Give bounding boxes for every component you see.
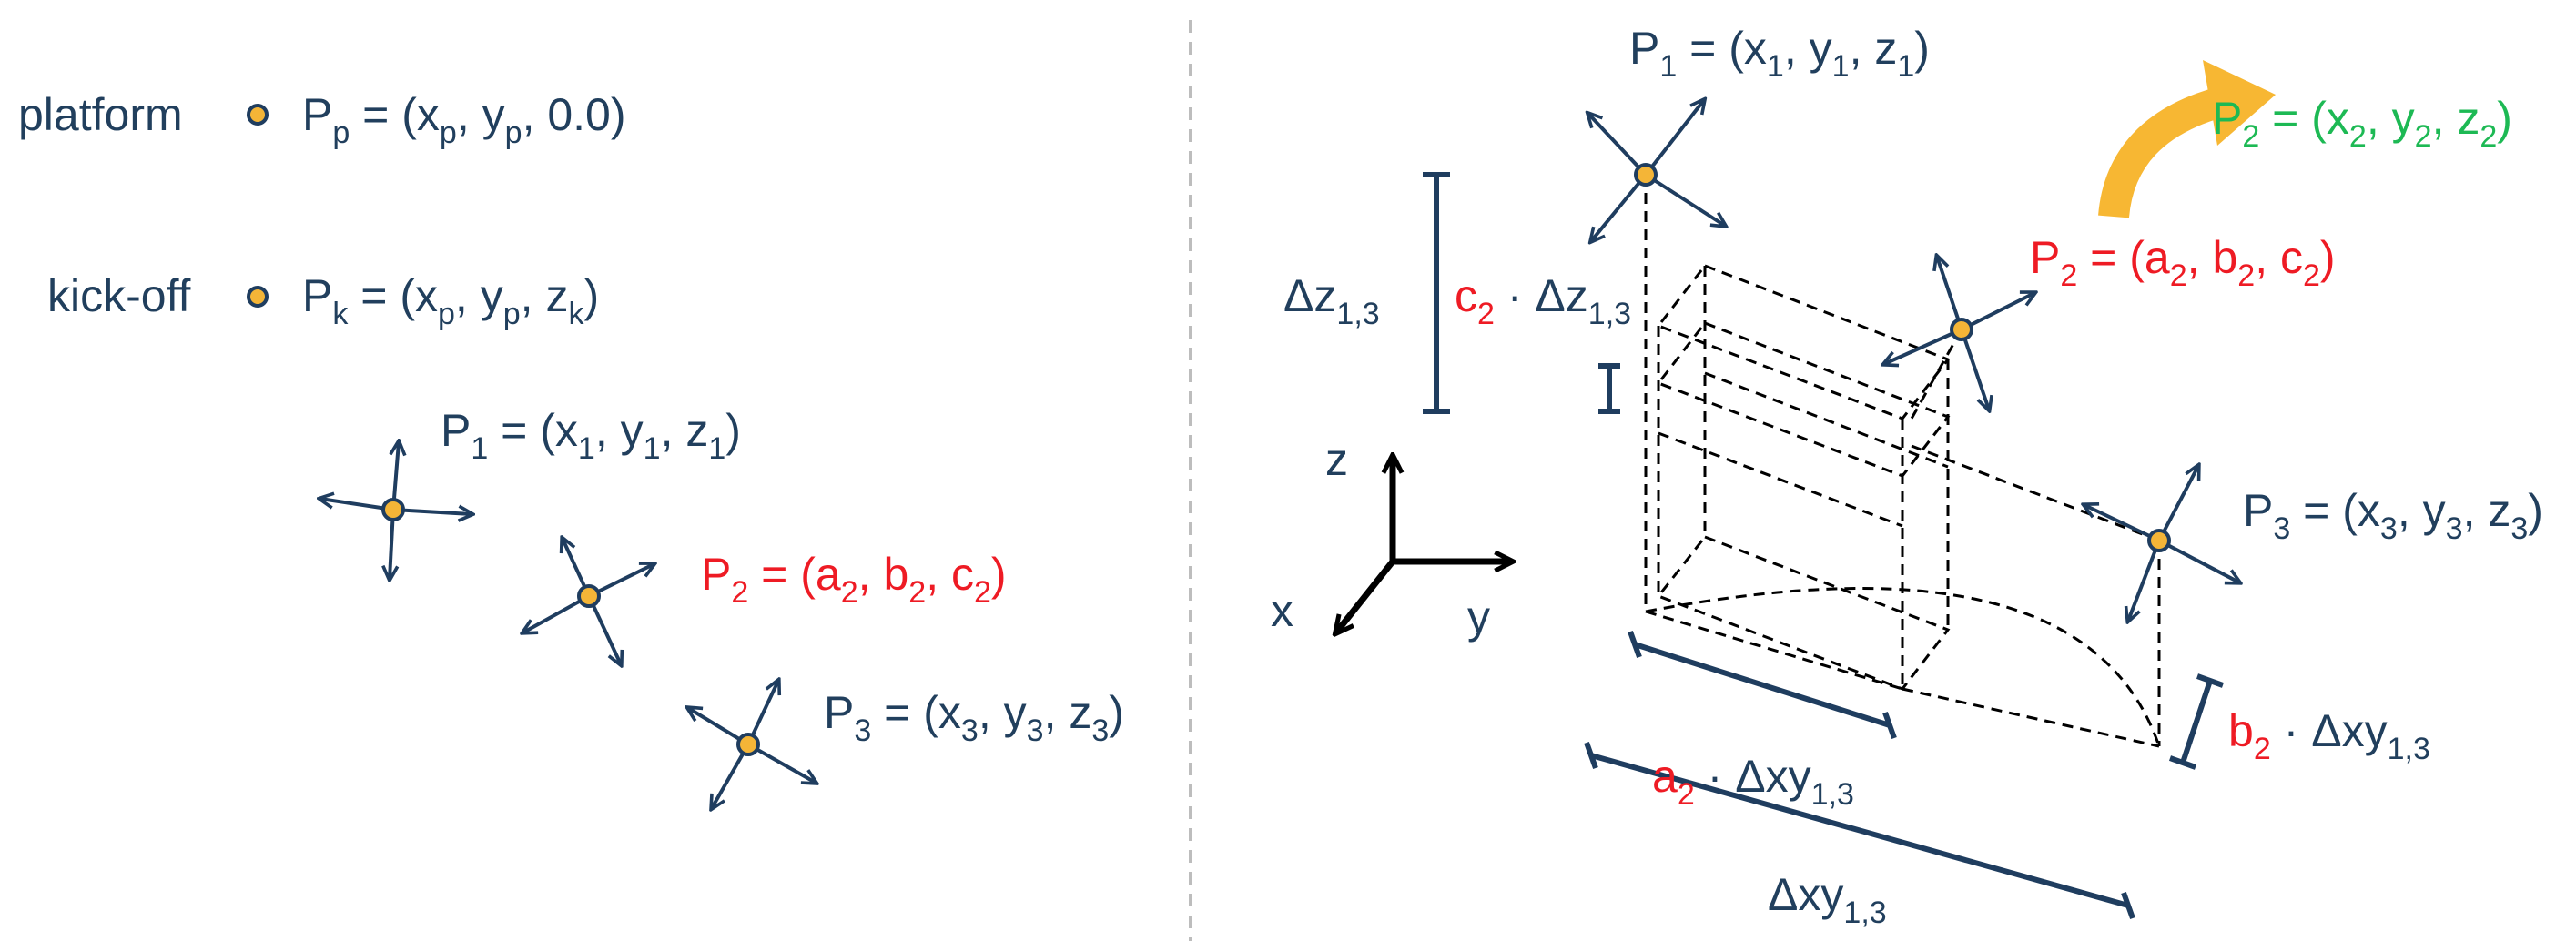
right-p2-node — [1884, 257, 2034, 410]
right-p1-formula: P1 = (x1, y1, z1) — [1629, 23, 1930, 84]
a-dxy-bar — [1628, 630, 1897, 740]
left-p3-formula: P3 = (x3, y3, z3) — [824, 687, 1124, 748]
axis-z-label: z — [1325, 434, 1348, 485]
right-panel: z x y — [1271, 23, 2543, 930]
dashed-box — [1644, 175, 2161, 748]
dxy-bar — [1584, 741, 2135, 920]
axes-triad: z x y — [1271, 434, 1511, 643]
a-dxy-label: a2 · Δxy1,3 — [1652, 751, 1854, 812]
dz-label: Δz1,3 — [1283, 270, 1380, 331]
left-p2-node — [523, 539, 654, 664]
right-p1-node — [1588, 100, 1725, 241]
c-dz-bar — [1598, 363, 1620, 414]
platform-node — [247, 104, 269, 126]
conversion-arrow — [2098, 60, 2276, 218]
right-p3-node — [2084, 466, 2239, 621]
axis-x-label: x — [1271, 585, 1293, 636]
axis-y-label: y — [1467, 592, 1490, 643]
left-p1-formula: P1 = (x1, y1, z1) — [441, 405, 741, 466]
left-p3-node — [688, 681, 816, 808]
kickoff-formula: Pk = (xp, yp, zk) — [302, 270, 599, 331]
dxy-label: Δxy1,3 — [1768, 869, 1887, 930]
right-p2-absolute-formula: P2 = (x2, y2, z2) — [2212, 93, 2512, 154]
dz-bar — [1423, 172, 1450, 414]
left-p1-node — [320, 442, 472, 579]
right-p3-formula: P3 = (x3, y3, z3) — [2243, 485, 2543, 546]
c-dz-label: c2 · Δz1,3 — [1455, 270, 1631, 331]
kickoff-label: kick-off — [47, 270, 191, 321]
b-dxy-bar — [2168, 673, 2225, 770]
platform-formula: Pp = (xp, yp, 0.0) — [302, 89, 626, 150]
left-p2-formula: P2 = (a2, b2, c2) — [701, 549, 1007, 610]
platform-label: platform — [18, 89, 183, 140]
right-p2-relative-formula: P2 = (a2, b2, c2) — [2030, 232, 2336, 293]
kickoff-node — [247, 286, 269, 308]
left-panel: platform Pp = (xp, yp, 0.0) kick-off Pk … — [18, 89, 1124, 808]
b-dxy-label: b2 · Δxy1,3 — [2228, 705, 2430, 766]
